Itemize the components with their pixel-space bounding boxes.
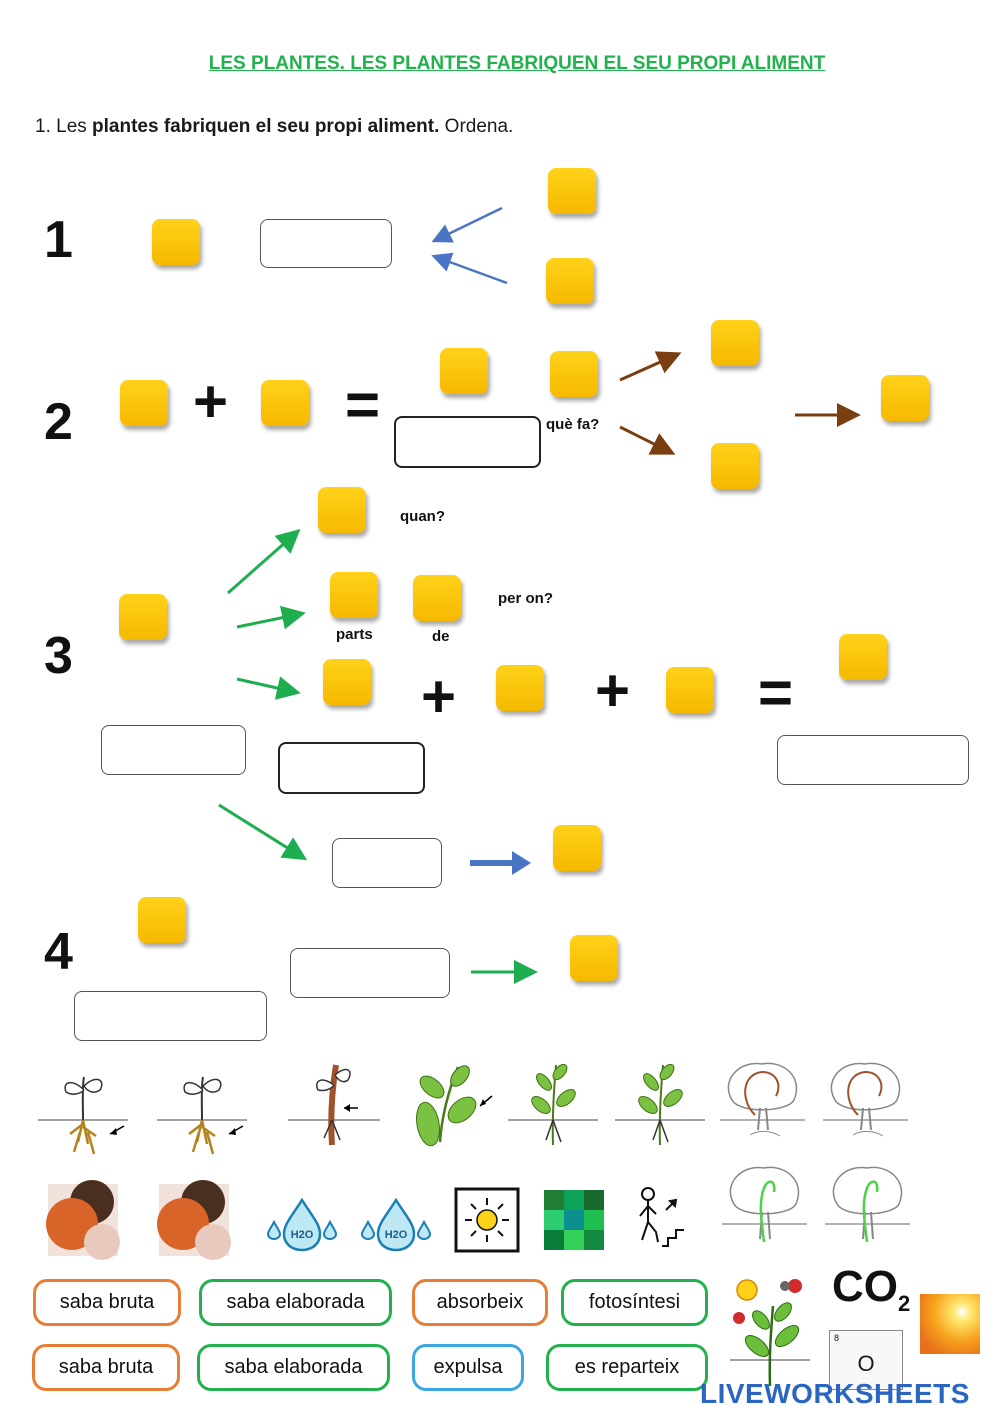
climbing-person-icon[interactable]	[639, 1187, 684, 1247]
arrow-blue-1	[431, 206, 508, 285]
step-number-3: 3	[44, 627, 73, 685]
instruction-bold: plantes fabriquen el seu propi aliment.	[92, 116, 440, 137]
label-que-fa: què fa?	[546, 416, 600, 433]
plant-root-icon[interactable]	[157, 1076, 247, 1155]
drop-target[interactable]	[119, 594, 167, 640]
label-de: de	[432, 628, 450, 645]
worksheet-title: LES PLANTES. LES PLANTES FABRIQUEN EL SE…	[208, 53, 826, 74]
tree-sap-icon[interactable]	[823, 1062, 908, 1137]
soil-minerals-icon[interactable]	[46, 1180, 120, 1260]
instruction: 1. Les plantes fabriquen el seu propi al…	[35, 116, 513, 138]
drop-target[interactable]	[496, 665, 544, 711]
drop-target[interactable]	[666, 667, 714, 713]
plus-sign: +	[595, 657, 631, 724]
oxygen-number: 8	[834, 1333, 840, 1343]
drop-target[interactable]	[120, 380, 168, 426]
co2-main: CO	[832, 1262, 898, 1311]
tree-sap-icon[interactable]	[720, 1062, 805, 1137]
oxygen-symbol: O	[857, 1351, 875, 1376]
answer-box[interactable]	[777, 735, 969, 785]
soil-minerals-icon[interactable]	[157, 1180, 231, 1260]
word-chip-expulsa[interactable]: expulsa	[412, 1344, 524, 1391]
drop-target[interactable]	[711, 320, 759, 366]
word-chip-absorbeix[interactable]: absorbeix	[412, 1279, 548, 1326]
plus-sign: +	[421, 663, 457, 730]
answer-box[interactable]	[74, 991, 267, 1041]
word-chip-saba-elaborada[interactable]: saba elaborada	[197, 1344, 390, 1391]
drop-target[interactable]	[440, 348, 488, 394]
label-per-on: per on?	[498, 590, 553, 607]
drop-target[interactable]	[839, 634, 887, 680]
drop-target[interactable]	[261, 380, 309, 426]
word-chip-saba-bruta[interactable]: saba bruta	[32, 1344, 180, 1391]
leaf-icon[interactable]	[413, 1062, 493, 1147]
arrow-brown-2	[619, 351, 861, 455]
co2-label[interactable]: CO2	[832, 1262, 910, 1317]
answer-box[interactable]	[394, 416, 541, 468]
equals-sign: =	[758, 659, 794, 726]
drop-target[interactable]	[318, 487, 366, 533]
answer-box[interactable]	[260, 219, 392, 268]
drop-target[interactable]	[330, 572, 378, 618]
arrow-blue-thick	[470, 851, 531, 875]
drop-target[interactable]	[323, 659, 371, 705]
sun-icon[interactable]	[454, 1187, 520, 1253]
label-parts: parts	[336, 626, 373, 643]
plant-stem-icon[interactable]	[508, 1062, 598, 1146]
plant-stem-icon[interactable]	[288, 1064, 380, 1146]
drop-target[interactable]	[881, 375, 929, 421]
co2-sub: 2	[898, 1290, 911, 1316]
tree-sap-icon[interactable]	[825, 1166, 910, 1243]
answer-box[interactable]	[101, 725, 246, 775]
drop-target[interactable]	[152, 219, 200, 265]
drop-target[interactable]	[550, 351, 598, 397]
water-h2o-icon[interactable]: H2O	[266, 1197, 338, 1252]
drop-target[interactable]	[546, 258, 594, 304]
answer-box[interactable]	[332, 838, 442, 888]
oxygen-element-tile[interactable]: 8 O	[829, 1330, 903, 1390]
water-h2o-icon[interactable]: H2O	[360, 1197, 432, 1252]
plant-stem-icon[interactable]	[615, 1062, 705, 1146]
photosynthesis-plant-icon[interactable]	[730, 1279, 810, 1387]
tree-sap-icon[interactable]	[722, 1166, 807, 1243]
arrow-green-3	[218, 529, 538, 984]
answer-box[interactable]	[290, 948, 450, 998]
drop-target[interactable]	[138, 897, 186, 943]
step-number-2: 2	[44, 393, 73, 451]
answer-box[interactable]	[278, 742, 425, 794]
instruction-suffix: Ordena.	[439, 116, 514, 137]
drop-target[interactable]	[711, 443, 759, 489]
step-number-4: 4	[44, 923, 73, 981]
drop-target[interactable]	[553, 825, 601, 871]
word-chip-saba-bruta[interactable]: saba bruta	[33, 1279, 181, 1326]
svg-text:H2O: H2O	[385, 1229, 408, 1241]
drop-target[interactable]	[570, 935, 618, 981]
drop-target[interactable]	[548, 168, 596, 214]
drop-target[interactable]	[413, 575, 461, 621]
sun-glow-icon[interactable]	[920, 1294, 980, 1354]
word-chip-fotosintesi[interactable]: fotosíntesi	[561, 1279, 708, 1326]
word-chip-saba-elaborada[interactable]: saba elaborada	[199, 1279, 392, 1326]
word-chip-es-reparteix[interactable]: es reparteix	[546, 1344, 708, 1391]
liveworksheets-logo: LIVEWORKSHEETS	[700, 1378, 970, 1409]
plus-sign: +	[193, 368, 229, 435]
plant-root-icon[interactable]	[38, 1076, 128, 1155]
equals-sign: =	[345, 371, 381, 438]
step-number-1: 1	[44, 211, 73, 269]
chlorophyll-icon[interactable]	[544, 1190, 604, 1250]
label-quan: quan?	[400, 508, 445, 525]
instruction-prefix: 1. Les	[35, 116, 93, 137]
svg-text:H2O: H2O	[291, 1229, 314, 1241]
